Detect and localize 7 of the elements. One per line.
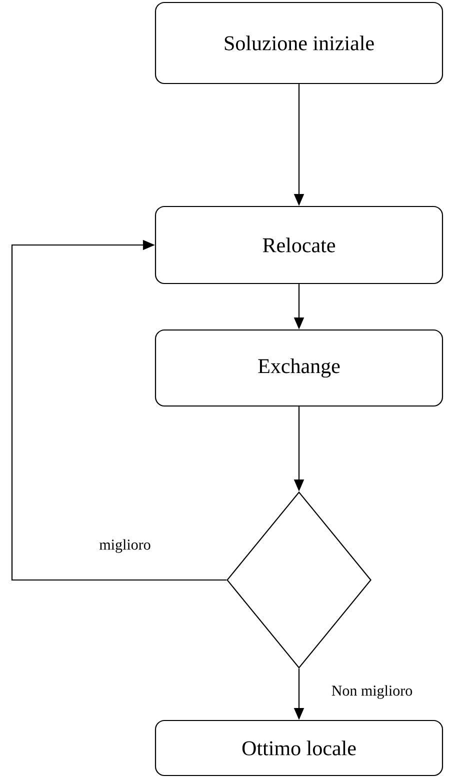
edge-label: Non miglioro bbox=[330, 684, 414, 700]
edge-label: miglioro bbox=[98, 538, 152, 554]
arrow bbox=[11, 240, 226, 581]
process-box: Ottimo locale bbox=[154, 720, 444, 776]
process-box: Relocate bbox=[154, 206, 444, 284]
process-box: Exchange bbox=[154, 329, 444, 407]
process-box: Soluzione iniziale bbox=[154, 2, 444, 84]
